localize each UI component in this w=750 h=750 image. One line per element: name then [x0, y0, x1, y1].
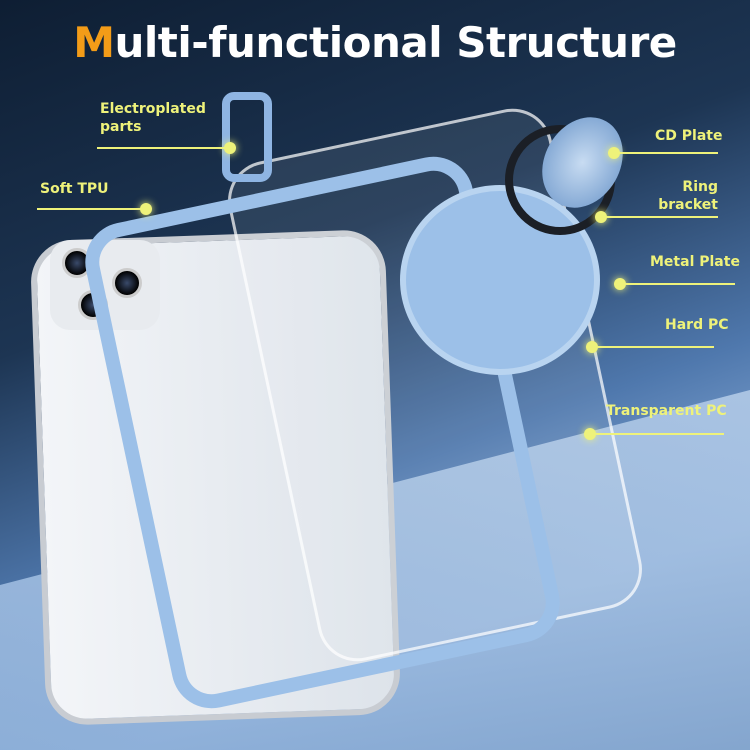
marker-dot: [586, 341, 598, 353]
label-soft-tpu: Soft TPU: [40, 181, 109, 197]
camera-module: [50, 240, 160, 330]
label-transparent-pc: Transparent PC: [606, 403, 727, 419]
leader-line: [97, 147, 227, 149]
leader-line: [615, 152, 718, 154]
leader-line: [592, 346, 714, 348]
label-electroplated: Electroplated parts: [100, 101, 206, 135]
label-metal-plate: Metal Plate: [650, 254, 740, 270]
marker-dot: [140, 203, 152, 215]
camera-lens: [78, 290, 108, 320]
marker-dot: [595, 211, 607, 223]
leader-line: [620, 283, 735, 285]
title-rest: ulti-functional Structure: [114, 18, 678, 67]
leader-line: [590, 433, 724, 435]
marker-dot: [224, 142, 236, 154]
page-title: Multi-functional Structure: [0, 18, 750, 67]
leader-line: [37, 208, 142, 210]
leader-line: [600, 216, 718, 218]
title-accent-letter: M: [73, 18, 115, 67]
camera-lens: [62, 248, 92, 278]
electroplated-camera-ring: [222, 92, 272, 182]
label-hard-pc: Hard PC: [665, 317, 729, 333]
camera-lens: [112, 268, 142, 298]
marker-dot: [608, 147, 620, 159]
marker-dot: [584, 428, 596, 440]
label-ring-bracket: Ring bracket: [658, 179, 718, 213]
label-cd-plate: CD Plate: [655, 128, 723, 144]
marker-dot: [614, 278, 626, 290]
